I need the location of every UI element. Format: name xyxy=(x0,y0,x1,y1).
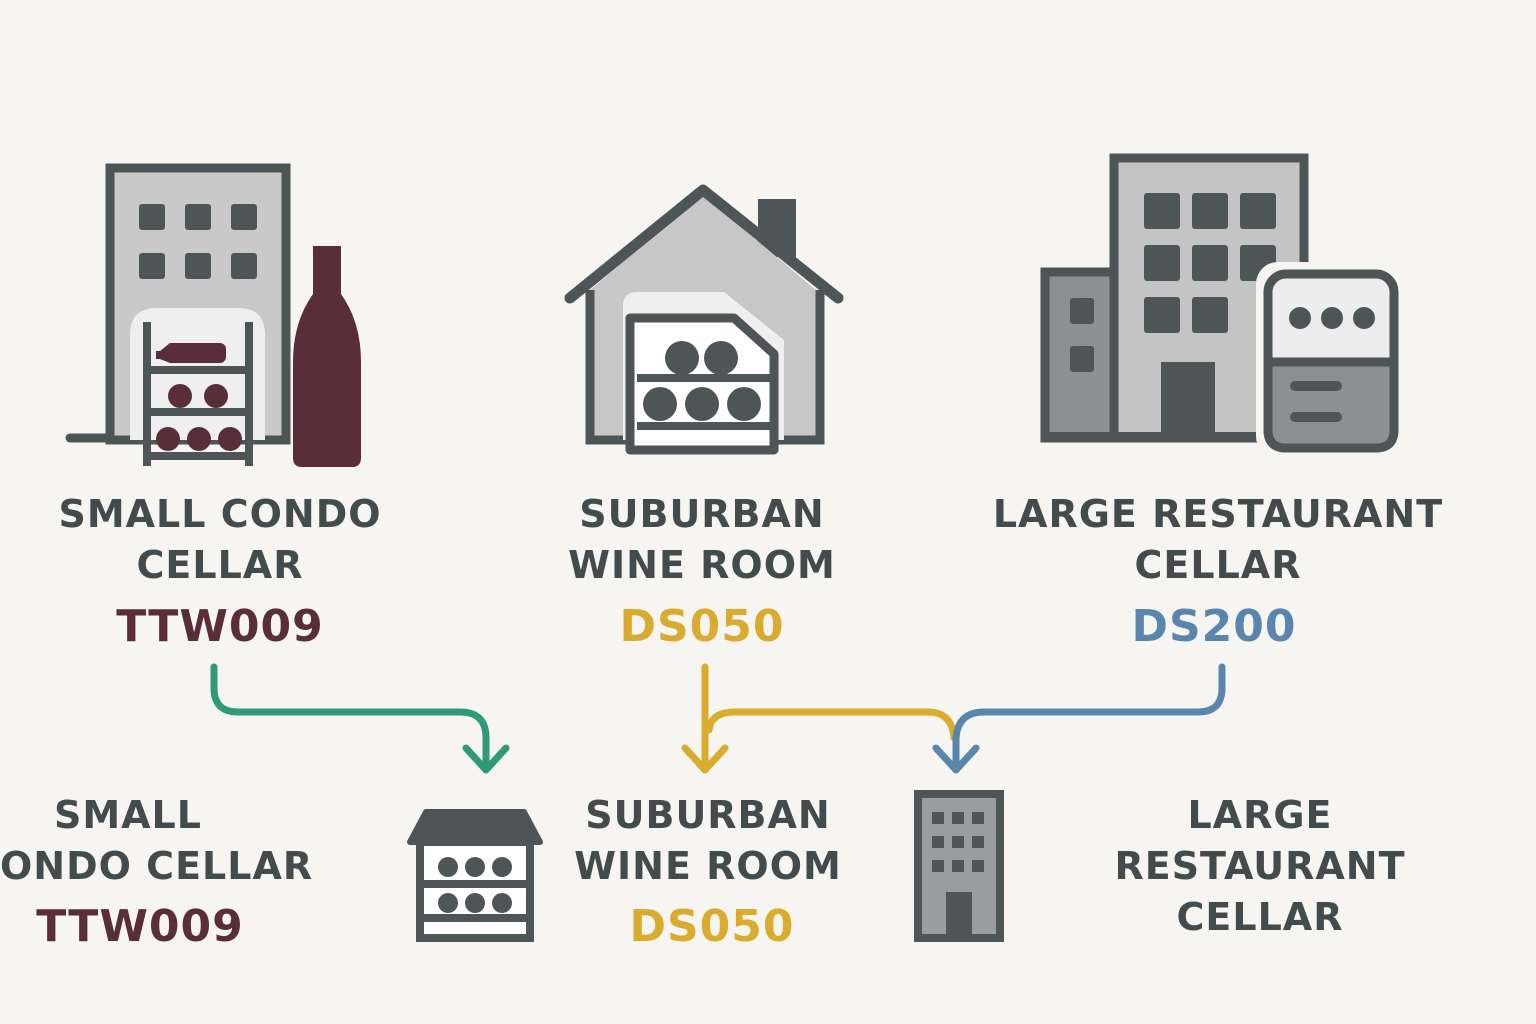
condo-code: TTW009 xyxy=(116,601,324,652)
bottom-suburban-title-line1: SUBURBAN xyxy=(585,793,831,837)
restaurant-title-line2: CELLAR xyxy=(1134,543,1302,587)
condo-title-line1: SMALL CONDO xyxy=(58,492,382,536)
house-with-wine-rack-icon xyxy=(564,184,844,455)
bottom-condo-code: TTW009 xyxy=(36,901,244,952)
suburban-title-line1: SUBURBAN xyxy=(579,492,825,536)
bottom-suburban-code: DS050 xyxy=(629,901,795,952)
condo-title: SMALL CONDO CELLAR xyxy=(20,489,420,591)
arrow-green xyxy=(210,663,510,774)
condo-building-with-wine-rack-and-bottle-icon xyxy=(65,163,361,467)
restaurant-title: LARGE RESTAURANT CELLAR xyxy=(968,489,1468,591)
restaurant-buildings-with-wine-cooler-icon xyxy=(1040,153,1406,458)
arrow-blue xyxy=(932,663,1226,774)
bottom-restaurant-title-line1: LARGE xyxy=(1187,793,1333,837)
suburban-title: SUBURBAN WINE ROOM xyxy=(502,489,902,591)
bottom-condo-title-line1: SMALL xyxy=(53,793,202,837)
bottom-restaurant-title-line2: RESTAURANT xyxy=(1114,844,1406,888)
arrow-yellow xyxy=(681,663,958,774)
bottom-restaurant-title-line3: CELLAR xyxy=(1176,895,1344,939)
small-wine-rack-cabinet-icon xyxy=(407,809,543,942)
suburban-code: DS050 xyxy=(619,601,785,652)
bottom-restaurant-title: LARGE RESTAURANT CELLAR xyxy=(1080,790,1440,943)
suburban-title-line2: WINE ROOM xyxy=(568,543,836,587)
restaurant-title-line1: LARGE RESTAURANT xyxy=(992,492,1444,536)
restaurant-code: DS200 xyxy=(1131,601,1297,652)
bottom-condo-title-line2: ONDO CELLAR xyxy=(0,844,314,888)
bottom-suburban-title: SUBURBAN WINE ROOM xyxy=(508,790,908,892)
bottom-condo-title: SMALL ONDO CELLAR xyxy=(0,790,314,892)
bottom-suburban-title-line2: WINE ROOM xyxy=(574,844,842,888)
condo-title-line2: CELLAR xyxy=(136,543,304,587)
small-office-building-icon xyxy=(914,790,1004,942)
